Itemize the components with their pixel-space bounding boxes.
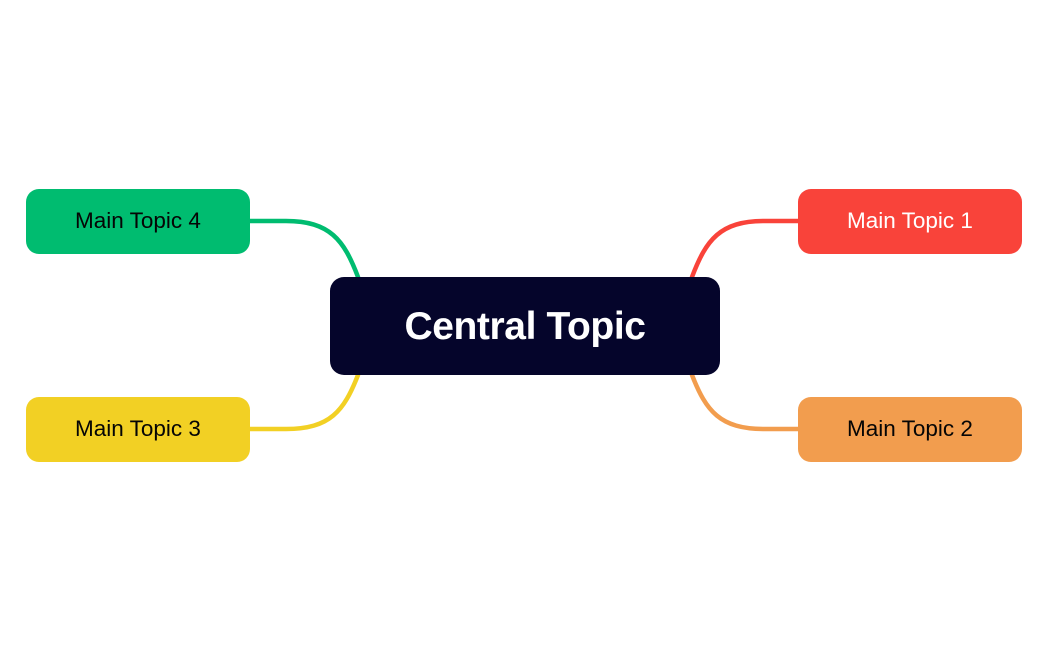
central-topic-label: Central Topic [404, 304, 646, 348]
main-topic-2-node[interactable]: Main Topic 2 [798, 397, 1022, 462]
main-topic-2-label: Main Topic 2 [847, 416, 973, 442]
connector-topic-1 [689, 218, 803, 280]
connector-topic-4 [247, 218, 361, 280]
central-topic-node[interactable]: Central Topic [330, 277, 720, 375]
connector-topic-2 [689, 372, 803, 432]
main-topic-3-node[interactable]: Main Topic 3 [26, 397, 250, 462]
connector-topic-3 [247, 372, 361, 432]
main-topic-1-node[interactable]: Main Topic 1 [798, 189, 1022, 254]
main-topic-4-label: Main Topic 4 [75, 208, 201, 234]
main-topic-3-label: Main Topic 3 [75, 416, 201, 442]
main-topic-4-node[interactable]: Main Topic 4 [26, 189, 250, 254]
main-topic-1-label: Main Topic 1 [847, 208, 973, 234]
